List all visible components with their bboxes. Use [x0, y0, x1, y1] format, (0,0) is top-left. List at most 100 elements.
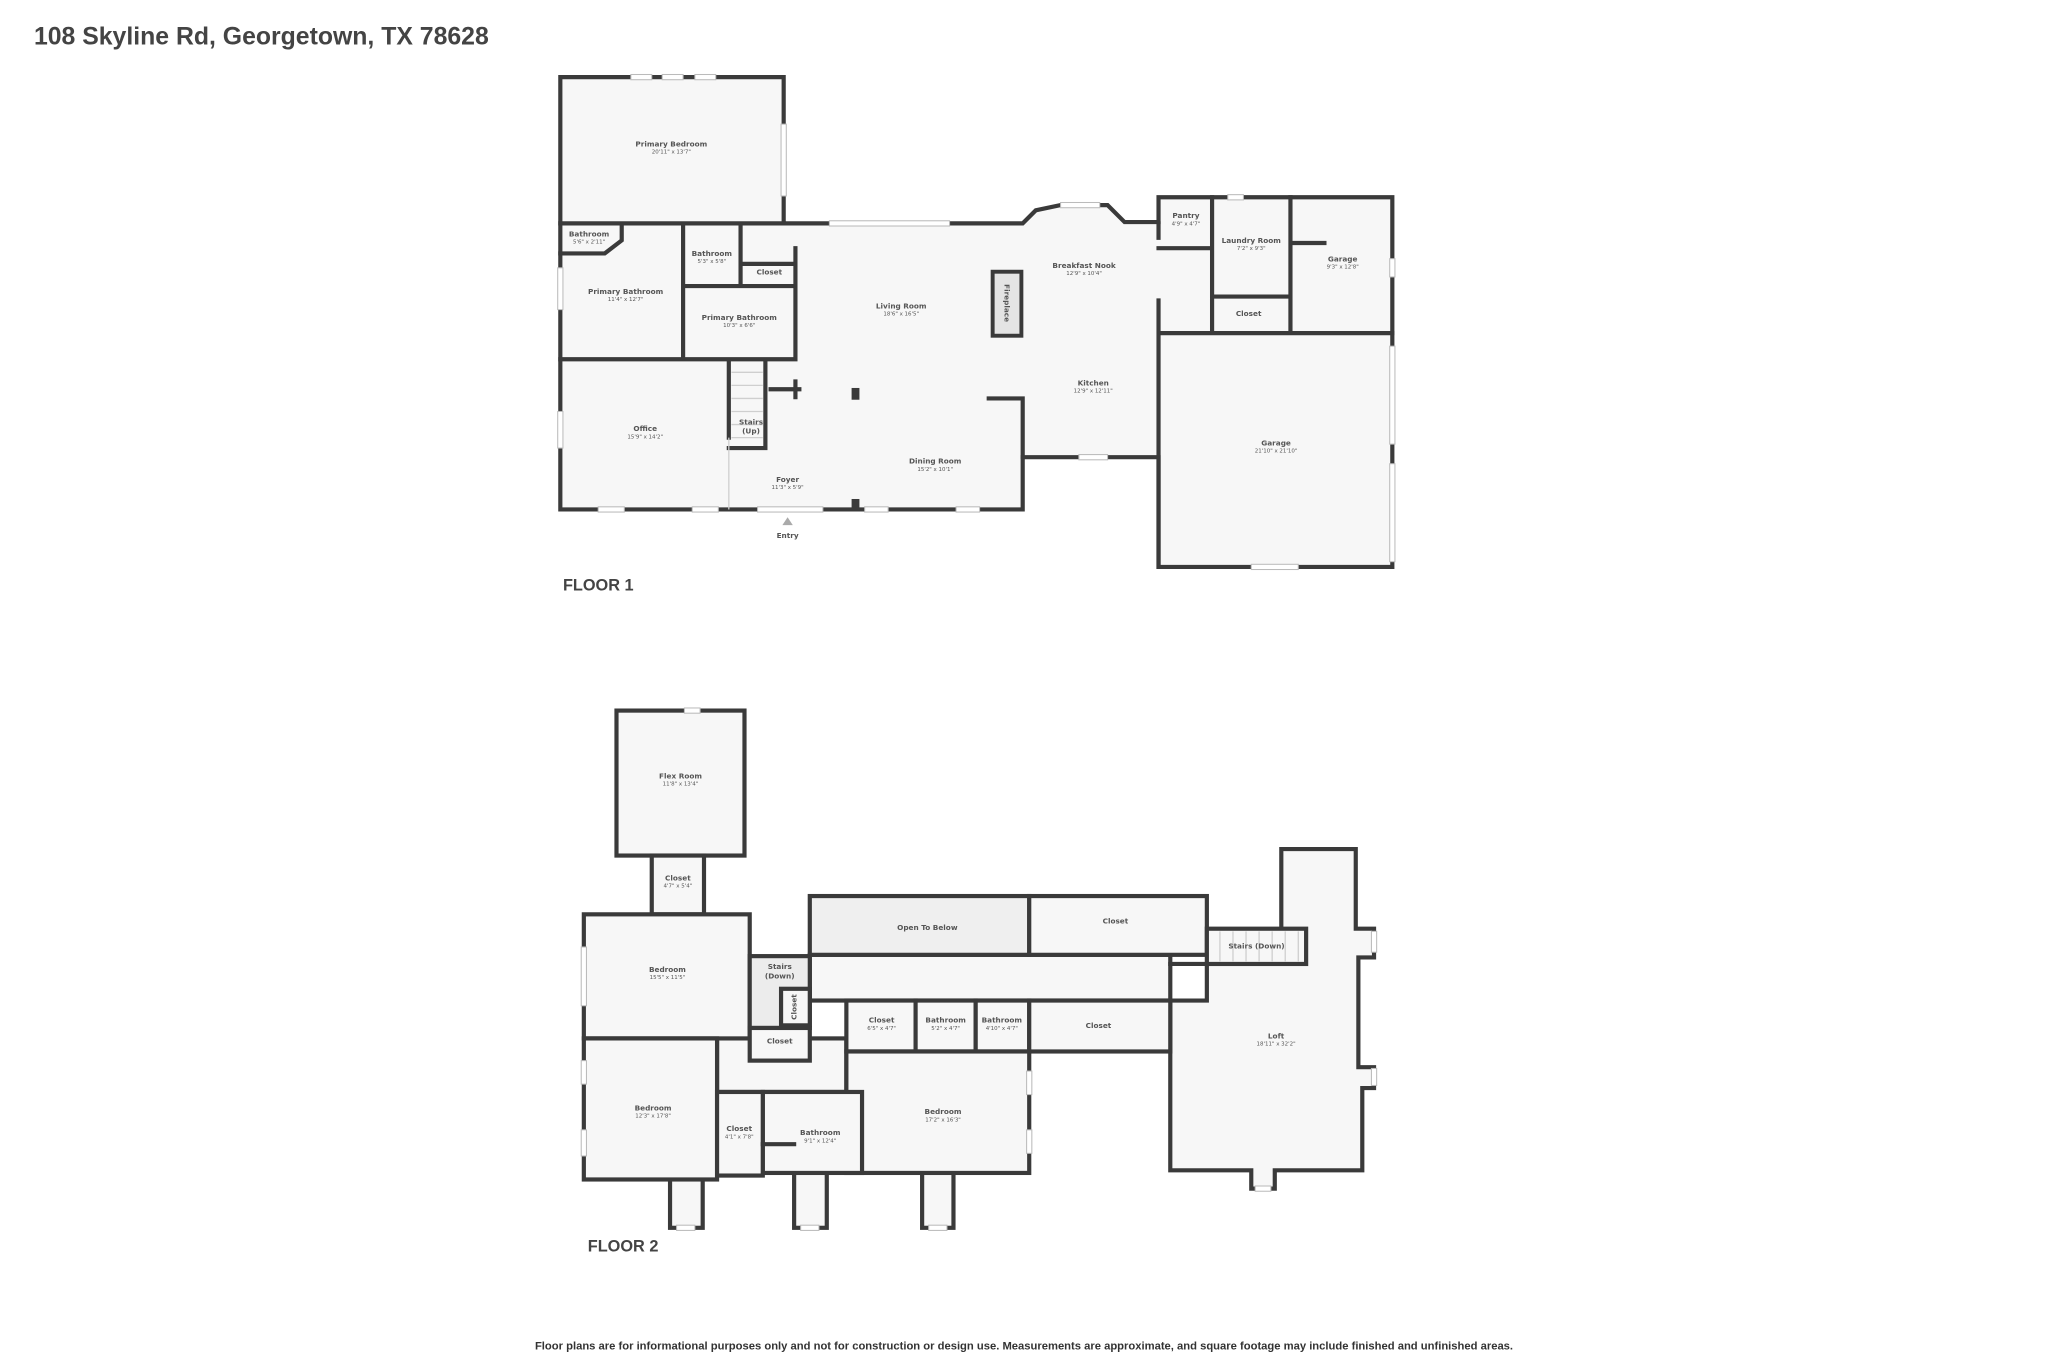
room-dimensions: 18'11" x 32'2" — [1257, 1042, 1296, 1048]
fireplace-label: Fireplace — [1002, 284, 1011, 322]
room-dimensions: 12'3" x 17'8" — [635, 1113, 671, 1119]
property-address-title: 108 Skyline Rd, Georgetown, TX 78628 — [34, 23, 489, 50]
window — [580, 1129, 587, 1157]
room-label-primary-bathroom: Primary Bathroom — [588, 287, 664, 296]
closet — [714, 1089, 765, 1178]
window — [691, 506, 719, 513]
window — [864, 506, 889, 513]
room-label-closet: Closet — [1103, 916, 1129, 925]
room-dimensions: 9'3" x 12'8" — [1327, 264, 1359, 270]
room-label-primary-bathroom: Primary Bathroom — [702, 313, 778, 322]
entry-label: Entry — [777, 531, 799, 540]
bedroom — [581, 1036, 720, 1182]
room-dimensions: 5'3" x 5'8" — [698, 259, 727, 265]
window — [597, 506, 625, 513]
room-label-living-room: Living Room — [876, 301, 927, 310]
window — [828, 220, 951, 227]
room-dimensions: (Down) — [765, 971, 795, 980]
room-dimensions: 15'2" x 10'1" — [917, 467, 953, 473]
disclaimer: Floor plans are for informational purpos… — [535, 1340, 1513, 1352]
window — [580, 1060, 587, 1085]
garage-door — [1250, 563, 1299, 571]
window — [1389, 463, 1396, 563]
room-label-kitchen: Kitchen — [1078, 378, 1109, 387]
hallway — [807, 952, 1173, 1003]
window — [780, 123, 787, 197]
stair-treads — [728, 371, 763, 510]
room-dimensions: 5'6" x 2'11" — [573, 240, 605, 246]
window — [1078, 454, 1109, 461]
room-label-dining-room: Dining Room — [909, 457, 962, 466]
room-label-primary-bedroom: Primary Bedroom — [635, 139, 707, 148]
room-dimensions: 15'5" x 11'5" — [650, 975, 686, 981]
window — [694, 73, 717, 81]
room-label-closet: Closet — [726, 1124, 752, 1133]
room-dimensions: 15'9" x 14'2" — [627, 434, 663, 440]
room-label-garage: Garage — [1328, 254, 1358, 263]
entry-arrow-icon — [782, 517, 793, 526]
window — [1370, 930, 1378, 953]
room-dimensions: 20'11" x 13'7" — [652, 150, 691, 156]
room-dimensions: 4'1" x 7'8" — [725, 1134, 754, 1140]
window — [928, 1224, 948, 1231]
window — [580, 946, 587, 1007]
room-dimensions: 4'10" x 4'7" — [986, 1026, 1018, 1032]
room-dimensions: 7'2" x 9'3" — [1237, 246, 1266, 252]
closet — [649, 853, 707, 917]
room-label-closet: Closet — [790, 994, 799, 1020]
window — [1370, 1067, 1378, 1086]
window — [1026, 1129, 1033, 1154]
room-dimensions: 10'3" x 6'6" — [723, 323, 755, 329]
window — [1060, 201, 1101, 209]
room-label-stairs: Stairs — [768, 962, 792, 971]
room-label-garage: Garage — [1261, 438, 1291, 447]
room-label-loft: Loft — [1268, 1031, 1285, 1040]
window — [1389, 345, 1396, 445]
window — [683, 707, 701, 714]
room-label-bathroom: Bathroom — [692, 249, 733, 258]
room-label-closet: Closet — [756, 267, 782, 276]
window — [1389, 258, 1396, 278]
window — [1254, 1185, 1272, 1192]
closet — [1027, 893, 1209, 957]
floor-2-label: FLOOR 2 — [588, 1237, 659, 1255]
room-dimensions: 4'7" x 5'4" — [664, 884, 693, 890]
window — [800, 1224, 820, 1231]
stairs-down — [1204, 926, 1309, 967]
bedroom — [844, 1049, 1032, 1176]
room-label-laundry-room: Laundry Room — [1222, 236, 1282, 245]
window — [661, 73, 684, 81]
room-dimensions: 21'10" x 21'10" — [1255, 449, 1298, 455]
interior-walls — [558, 195, 1395, 569]
room-label-foyer: Foyer — [776, 475, 799, 484]
column — [851, 387, 860, 400]
room-dimensions: 11'4" x 12'7" — [608, 297, 644, 303]
window — [557, 267, 564, 311]
stair-treads — [1219, 931, 1299, 962]
interior-walls — [760, 961, 1209, 1147]
closet — [1027, 998, 1173, 1054]
room-label-closet: Closet — [1236, 309, 1262, 318]
room-label-flex-room: Flex Room — [659, 772, 702, 781]
floor-1-outline — [558, 75, 1395, 569]
room-label-bedroom: Bedroom — [635, 1103, 672, 1112]
room-dimensions: (Up) — [742, 427, 760, 436]
room-label-pantry: Pantry — [1172, 211, 1199, 220]
entry-door — [757, 506, 824, 513]
room-label-closet: Closet — [767, 1037, 793, 1046]
floor-1-plan: Fireplace Entry Primary Bedroom 20'11" x … — [557, 73, 1396, 571]
window — [557, 410, 564, 449]
bathroom — [760, 1089, 865, 1176]
room-dimensions: 6'5" x 4'7" — [867, 1026, 896, 1032]
window — [1227, 194, 1244, 201]
window — [955, 506, 981, 513]
closet — [747, 1025, 812, 1063]
room-label-closet: Closet — [1086, 1021, 1112, 1030]
room-dimensions: 9'1" x 12'4" — [804, 1138, 836, 1144]
window — [630, 73, 653, 81]
room-label-breakfast-nook: Breakfast Nook — [1052, 261, 1115, 270]
window — [676, 1224, 696, 1231]
room-dimensions: 11'3" x 5'9" — [772, 485, 804, 491]
room-label-bedroom: Bedroom — [649, 965, 686, 974]
